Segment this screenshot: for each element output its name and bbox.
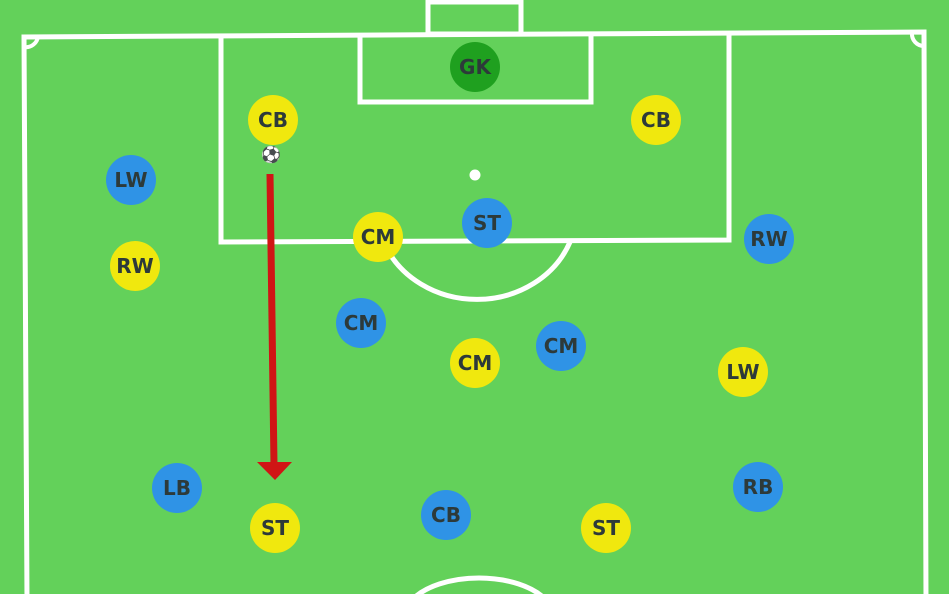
player-blue-rw[interactable]: RW	[744, 214, 794, 264]
goal	[425, 0, 524, 37]
player-blue-lb[interactable]: LB	[152, 463, 202, 513]
player-blue-lw[interactable]: LW	[106, 155, 156, 205]
player-blue-cm-right[interactable]: CM	[536, 321, 586, 371]
player-yellow-rw[interactable]: RW	[110, 241, 160, 291]
center-circle	[414, 575, 544, 594]
player-blue-cm-left[interactable]: CM	[336, 298, 386, 348]
player-yellow-cb-right[interactable]: CB	[631, 95, 681, 145]
player-gk[interactable]: GK	[450, 42, 500, 92]
six-yard-box	[357, 35, 594, 105]
pass-arrow-line	[266, 173, 278, 466]
corner-arc-right	[909, 32, 925, 49]
player-blue-rb[interactable]: RB	[733, 462, 783, 512]
player-blue-cb[interactable]: CB	[421, 490, 471, 540]
corner-arc-left	[23, 35, 40, 50]
player-blue-st[interactable]: ST	[462, 198, 512, 248]
soccer-ball-icon: ⚽	[261, 145, 281, 164]
player-yellow-cm-mid[interactable]: CM	[450, 338, 500, 388]
player-yellow-lw[interactable]: LW	[718, 347, 768, 397]
player-yellow-st-right[interactable]: ST	[581, 503, 631, 553]
player-yellow-cb-left[interactable]: CB	[248, 95, 298, 145]
player-yellow-st-left[interactable]: ST	[250, 503, 300, 553]
penalty-spot	[469, 169, 481, 181]
pass-arrow-head	[257, 462, 292, 480]
penalty-arc	[381, 241, 573, 302]
player-yellow-cm-top[interactable]: CM	[353, 212, 403, 262]
